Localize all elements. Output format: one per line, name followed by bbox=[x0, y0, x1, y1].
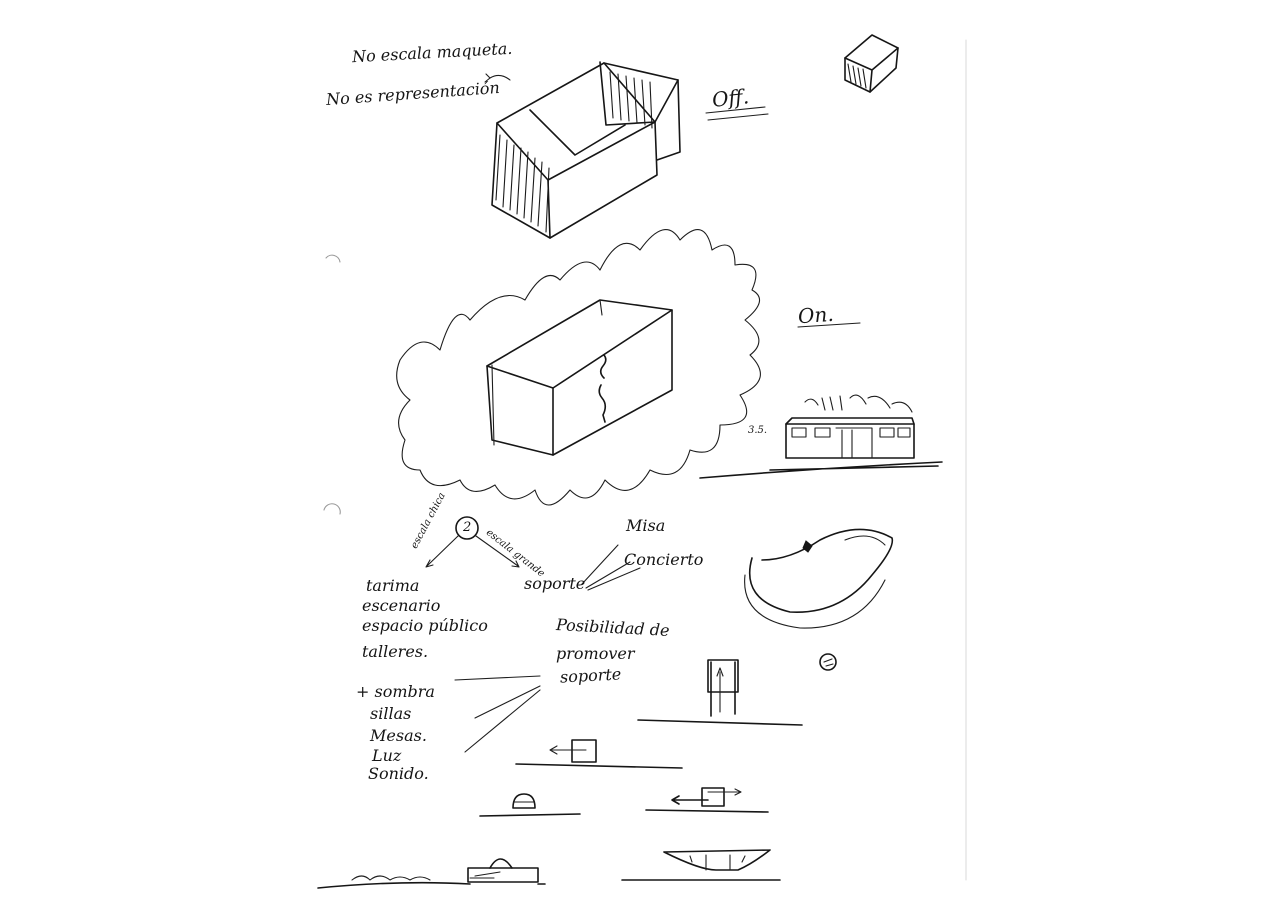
curved-shell-sketch bbox=[744, 528, 894, 671]
soporte-arrows bbox=[581, 544, 641, 591]
note-scale-35: 3.5. bbox=[748, 425, 768, 436]
container-on-sketch bbox=[396, 229, 761, 506]
note-sillas: sillas bbox=[370, 704, 412, 723]
note-mesas: Mesas. bbox=[370, 726, 427, 745]
note-concierto: Concierto bbox=[624, 550, 704, 569]
note-soporte: soporte bbox=[524, 574, 586, 593]
note-sonido: Sonido. bbox=[368, 764, 429, 783]
binder-hole-top bbox=[325, 254, 341, 263]
scale-diagram bbox=[425, 516, 520, 568]
on-underline bbox=[797, 322, 861, 328]
note-circle-number: 2 bbox=[463, 520, 472, 535]
note-posibilidad-line3: soporte bbox=[559, 664, 622, 687]
building-sketch bbox=[699, 394, 943, 479]
note-talleres: talleres. bbox=[362, 642, 429, 661]
box-arrow-sketch bbox=[515, 739, 683, 769]
ground-dome-sketch bbox=[317, 858, 546, 889]
double-arrow-sketch bbox=[645, 787, 769, 813]
binder-hole-bottom bbox=[323, 503, 341, 515]
sign-sketch bbox=[637, 659, 803, 726]
bridge-sketch bbox=[621, 849, 781, 881]
small-box-sketch bbox=[844, 34, 899, 93]
note-sombra: + sombra bbox=[356, 682, 435, 701]
dome-unit-sketch bbox=[479, 793, 581, 817]
off-underline bbox=[705, 106, 769, 121]
note-off: Off. bbox=[710, 84, 751, 112]
note-tarima: tarima bbox=[366, 576, 420, 595]
container-off-sketch bbox=[484, 61, 681, 239]
perspective-lines bbox=[454, 675, 541, 753]
note-luz: Luz bbox=[372, 746, 402, 765]
note-on: On. bbox=[797, 301, 835, 329]
note-escenario: escenario bbox=[362, 596, 441, 615]
note-misa: Misa bbox=[626, 516, 666, 535]
note-espacio-publico: espacio público bbox=[362, 616, 488, 635]
note-posibilidad-line2: promover bbox=[556, 644, 635, 663]
